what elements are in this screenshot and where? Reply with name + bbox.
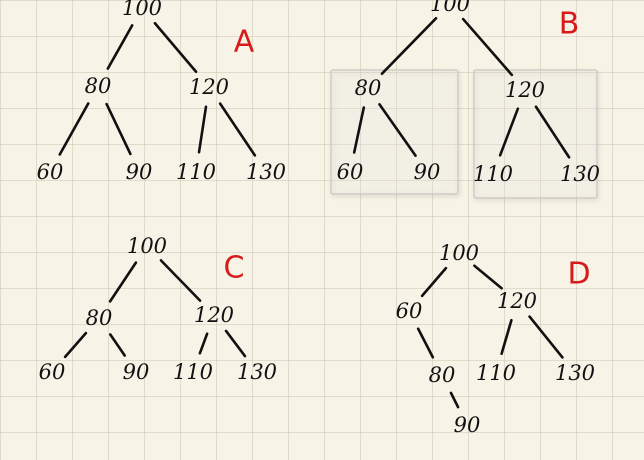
tree-d-label: D <box>567 257 590 292</box>
tree-d-node-130: 130 <box>555 361 595 385</box>
tree-d-node-110: 110 <box>476 361 516 385</box>
tree-b-node-100: 100 <box>430 0 470 16</box>
tree-a-node-120: 120 <box>189 75 229 99</box>
tree-d-edge-100-120 <box>473 264 503 290</box>
tree-d-edge-60-80 <box>416 327 435 359</box>
tree-c-node-60: 60 <box>39 360 66 384</box>
tree-b-edge-120-130 <box>534 105 571 159</box>
subtree-boxes-layer <box>330 69 598 199</box>
tree-c-node-90: 90 <box>123 360 150 384</box>
tree-c-node-110: 110 <box>173 360 213 384</box>
tree-d-node-80: 80 <box>429 363 456 387</box>
tree-a-edge-120-110 <box>197 105 208 154</box>
tree-b-node-130: 130 <box>560 162 600 186</box>
tree-a-edge-100-120 <box>153 21 198 74</box>
edges-layer <box>58 17 571 409</box>
tree-c-node-130: 130 <box>237 360 277 384</box>
tree-b-node-120: 120 <box>505 78 545 102</box>
tree-c-label: C <box>224 251 245 286</box>
tree-a-node-80: 80 <box>85 74 112 98</box>
tree-b-subtree-box-80 <box>330 69 459 195</box>
tree-b-edge-100-80 <box>380 17 438 75</box>
tree-b-node-90: 90 <box>414 160 441 184</box>
tree-d-node-60: 60 <box>396 299 423 323</box>
tree-c-edge-100-120 <box>159 259 202 302</box>
tree-d-node-120: 120 <box>497 289 537 313</box>
tree-d-edge-120-110 <box>500 318 513 356</box>
tree-a-node-90: 90 <box>126 160 153 184</box>
tree-d-edge-80-90 <box>449 391 460 409</box>
tree-d-edge-120-130 <box>528 315 564 359</box>
tree-c-edge-80-60 <box>63 331 88 359</box>
tree-a-edge-80-60 <box>58 102 90 156</box>
tree-b-edge-100-120 <box>461 17 514 77</box>
tree-a-edge-80-90 <box>105 102 132 156</box>
tree-a-edge-120-130 <box>218 102 257 157</box>
tree-b-edge-120-110 <box>498 107 520 157</box>
labels-layer: A B C D <box>224 7 591 292</box>
tree-c-edge-100-80 <box>108 261 138 303</box>
nodes-layer: 100 80 120 60 90 110 130 100 80 120 60 90 110 130 100 8… <box>37 0 600 437</box>
tree-c-node-100: 100 <box>127 234 167 258</box>
tree-c-edge-120-110 <box>198 332 209 355</box>
tree-b-subtree-box-120 <box>473 69 598 199</box>
tree-b-node-60: 60 <box>337 160 364 184</box>
tree-b-node-110: 110 <box>473 162 513 186</box>
tree-c-node-120: 120 <box>194 303 234 327</box>
tree-d-node-100: 100 <box>439 241 479 265</box>
tree-c-edge-120-130 <box>224 329 247 358</box>
tree-a-node-100: 100 <box>122 0 162 20</box>
tree-a-node-130: 130 <box>246 160 286 184</box>
tree-a-edge-100-80 <box>106 24 134 70</box>
tree-c-edge-80-90 <box>109 333 126 357</box>
tree-d-node-90: 90 <box>454 413 481 437</box>
tree-b-label: B <box>559 7 580 42</box>
tree-b-edge-80-60 <box>352 106 366 154</box>
tree-d-edge-100-60 <box>420 266 448 298</box>
tree-b-node-80: 80 <box>355 76 382 100</box>
tree-c-node-80: 80 <box>86 306 113 330</box>
tree-b-edge-80-90 <box>378 103 417 157</box>
tree-a-label: A <box>234 25 255 60</box>
tree-a-node-60: 60 <box>37 160 64 184</box>
tree-a-node-110: 110 <box>176 160 216 184</box>
